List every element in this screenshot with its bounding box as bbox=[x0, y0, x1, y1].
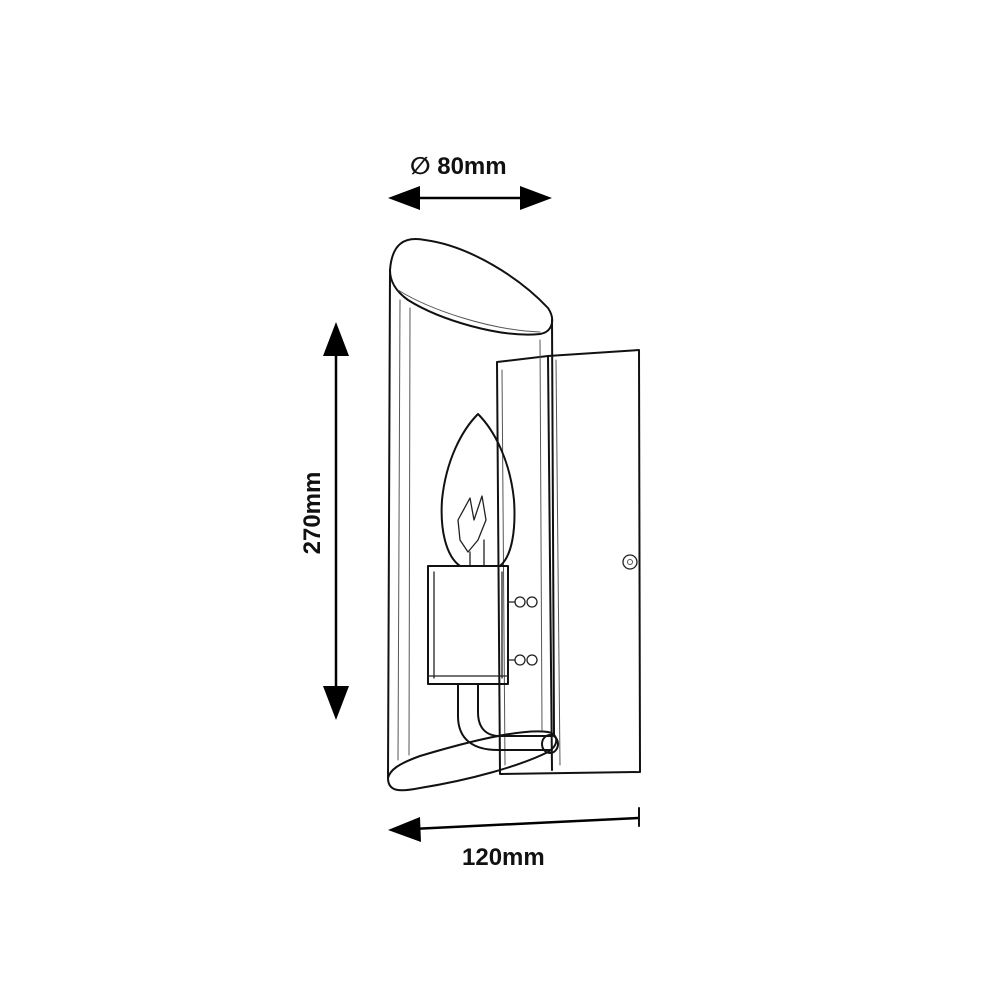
wall-plate bbox=[496, 349, 641, 775]
width-label: 120mm bbox=[462, 844, 545, 871]
diameter-dimension-arrow bbox=[388, 186, 552, 210]
glass-shade bbox=[387, 238, 558, 792]
height-label: 270mm bbox=[299, 471, 326, 555]
lamp-arm bbox=[457, 683, 559, 754]
lamp-socket bbox=[427, 565, 509, 685]
diameter-label: ∅ 80mm bbox=[410, 153, 507, 180]
mounting-screws bbox=[507, 596, 538, 666]
width-dimension-arrow bbox=[388, 807, 640, 842]
height-dimension-arrow bbox=[323, 322, 349, 720]
